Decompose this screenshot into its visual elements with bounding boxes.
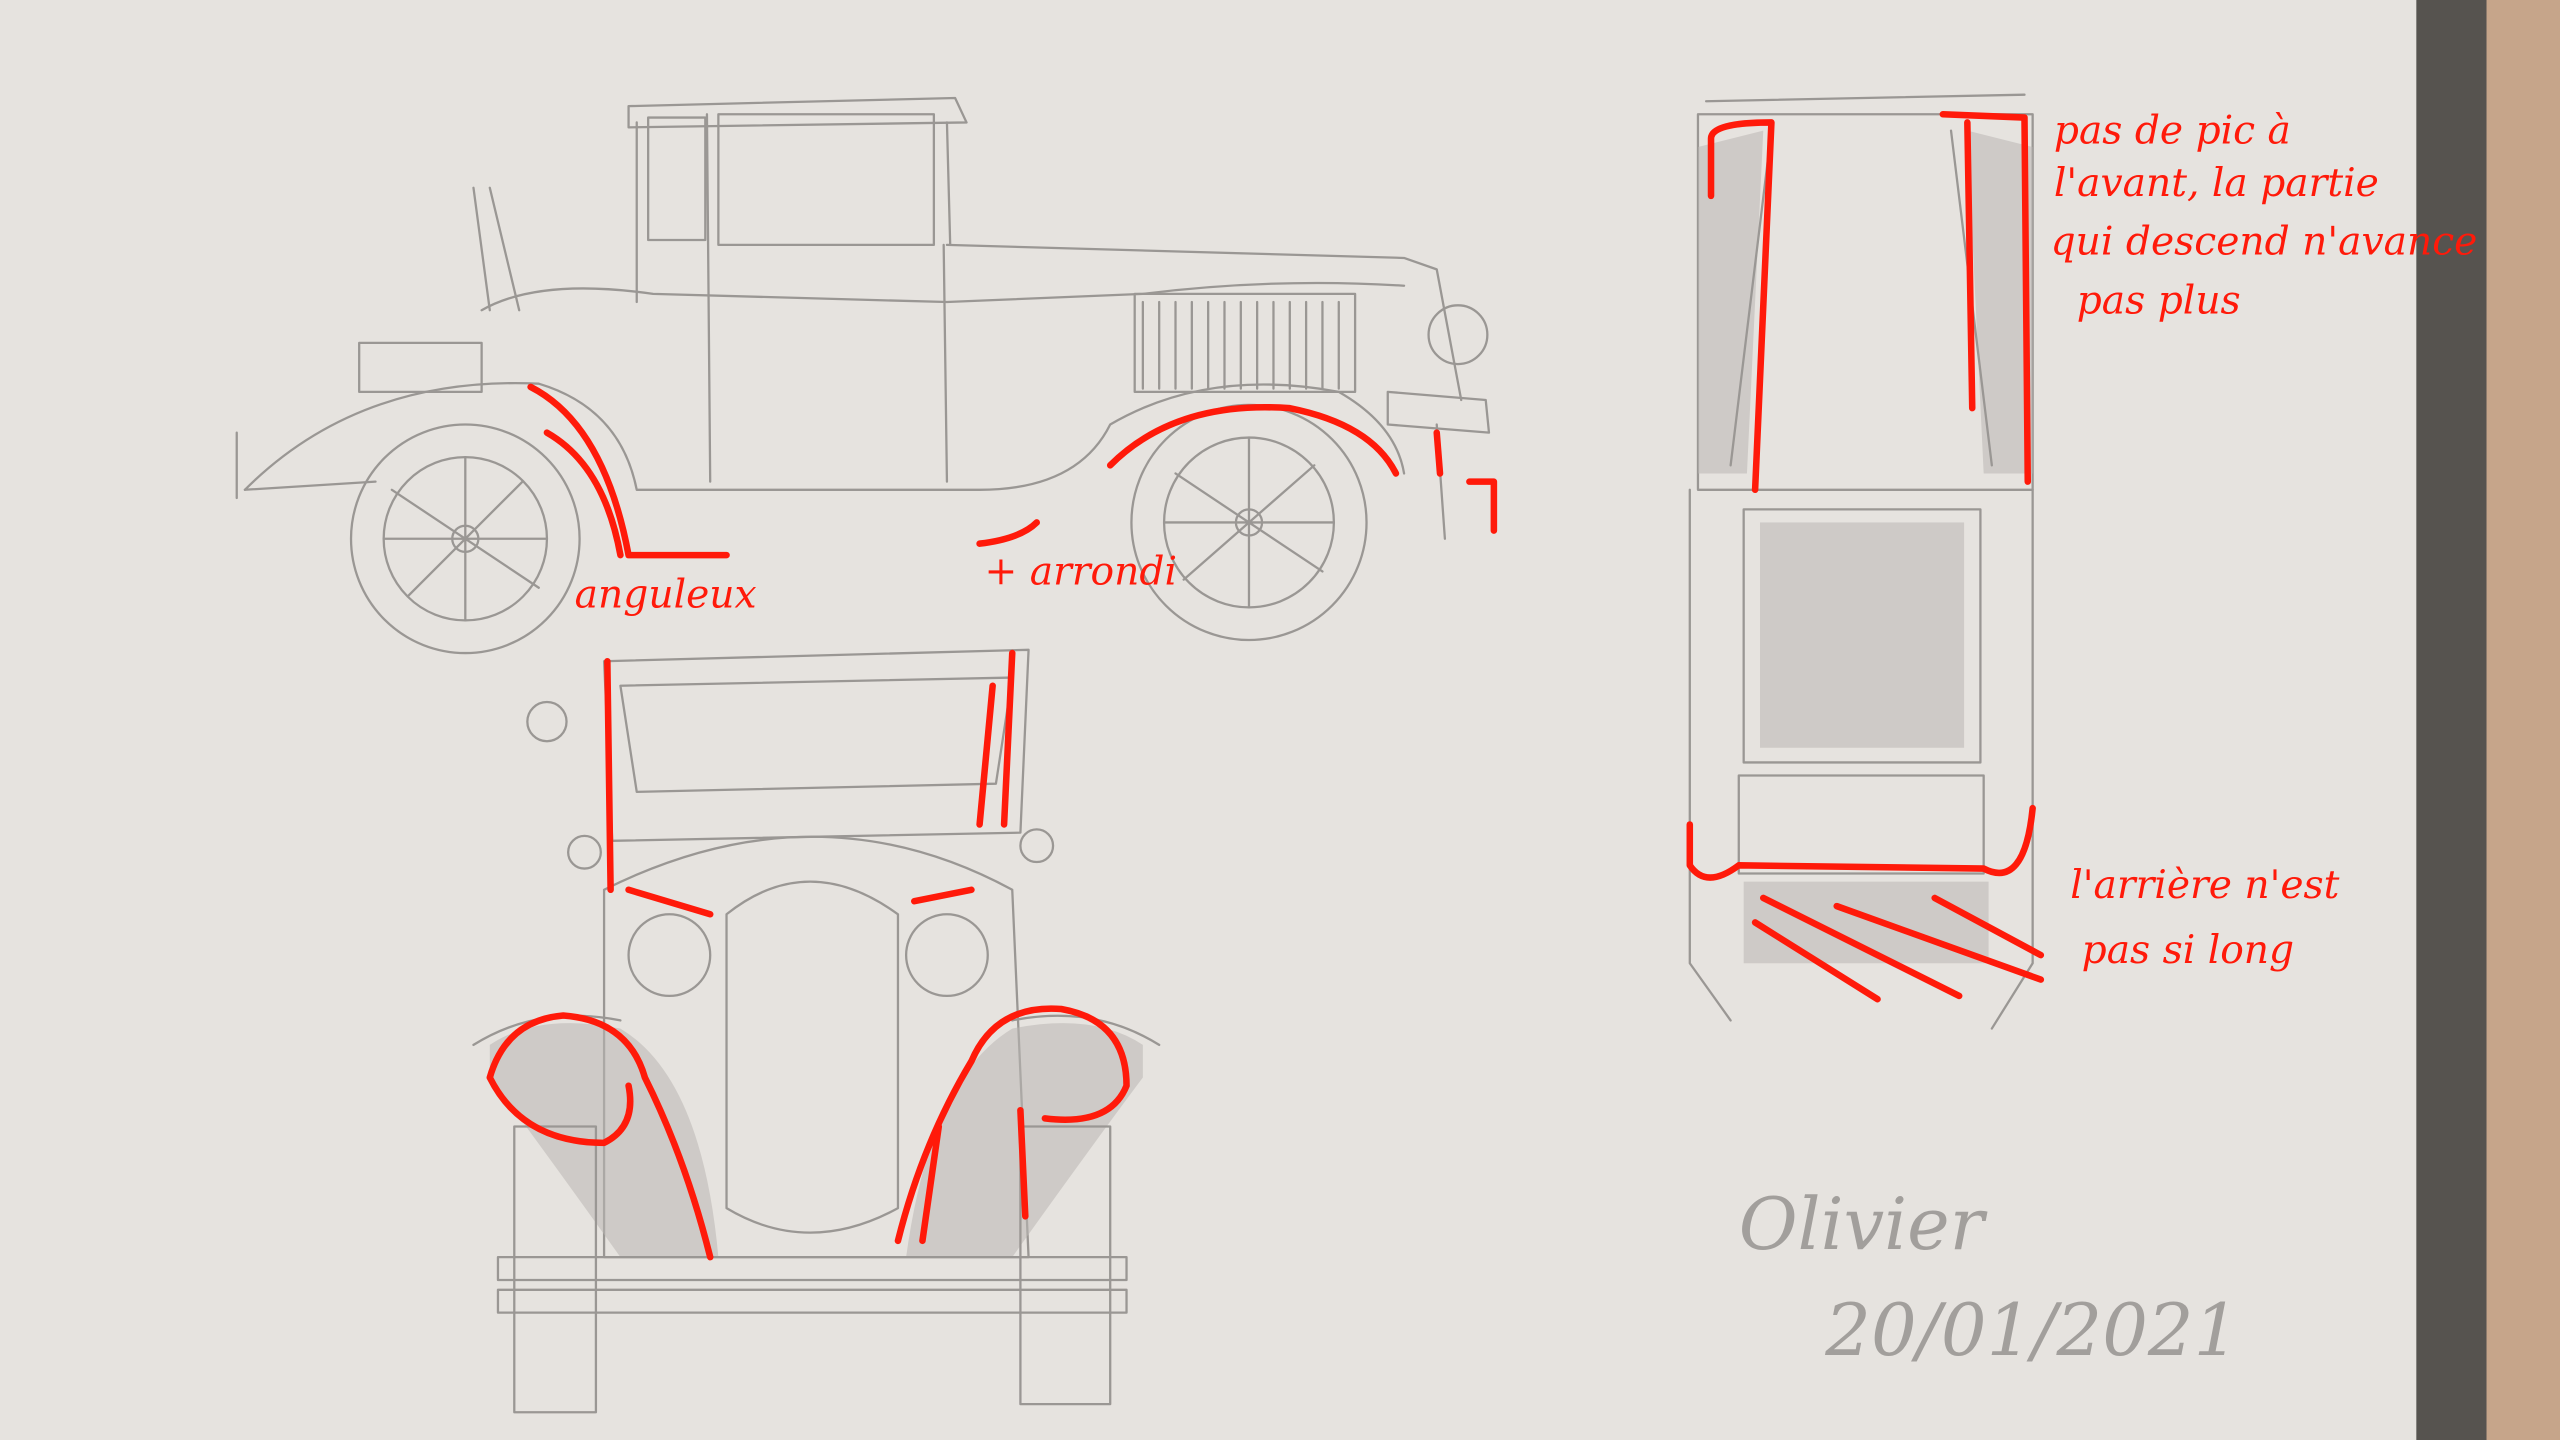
- annotation-line: l'avant, la partie: [2054, 161, 2379, 206]
- red-correction-strokes: [486, 111, 2045, 1261]
- car-side-view: [235, 96, 1491, 655]
- annotation-top-front: pas de pic à l'avant, la partie qui desc…: [2051, 109, 2478, 324]
- paper-edge-shadow: [2413, 0, 2487, 1440]
- annotation-line: pas plus: [2077, 278, 2241, 323]
- annotation-line: l'arrière n'est: [2070, 863, 2339, 908]
- signature-name: Olivier: [1739, 1182, 1988, 1266]
- car-top-view: [1688, 93, 2034, 1030]
- annotation-line: pas de pic à: [2054, 109, 2291, 154]
- annotation-line: pas si long: [2082, 928, 2294, 973]
- paper-sheet: [0, 0, 2417, 1440]
- wooden-surface: [2486, 0, 2560, 1440]
- annotation-top-rear: l'arrière n'est pas si long: [2070, 863, 2339, 973]
- annotation-arrondi: + arrondi: [984, 549, 1176, 594]
- annotation-anguleux: anguleux: [575, 572, 757, 617]
- annotation-line: qui descend n'avance: [2051, 220, 2478, 265]
- signature-date: 20/01/2021: [1824, 1288, 2239, 1372]
